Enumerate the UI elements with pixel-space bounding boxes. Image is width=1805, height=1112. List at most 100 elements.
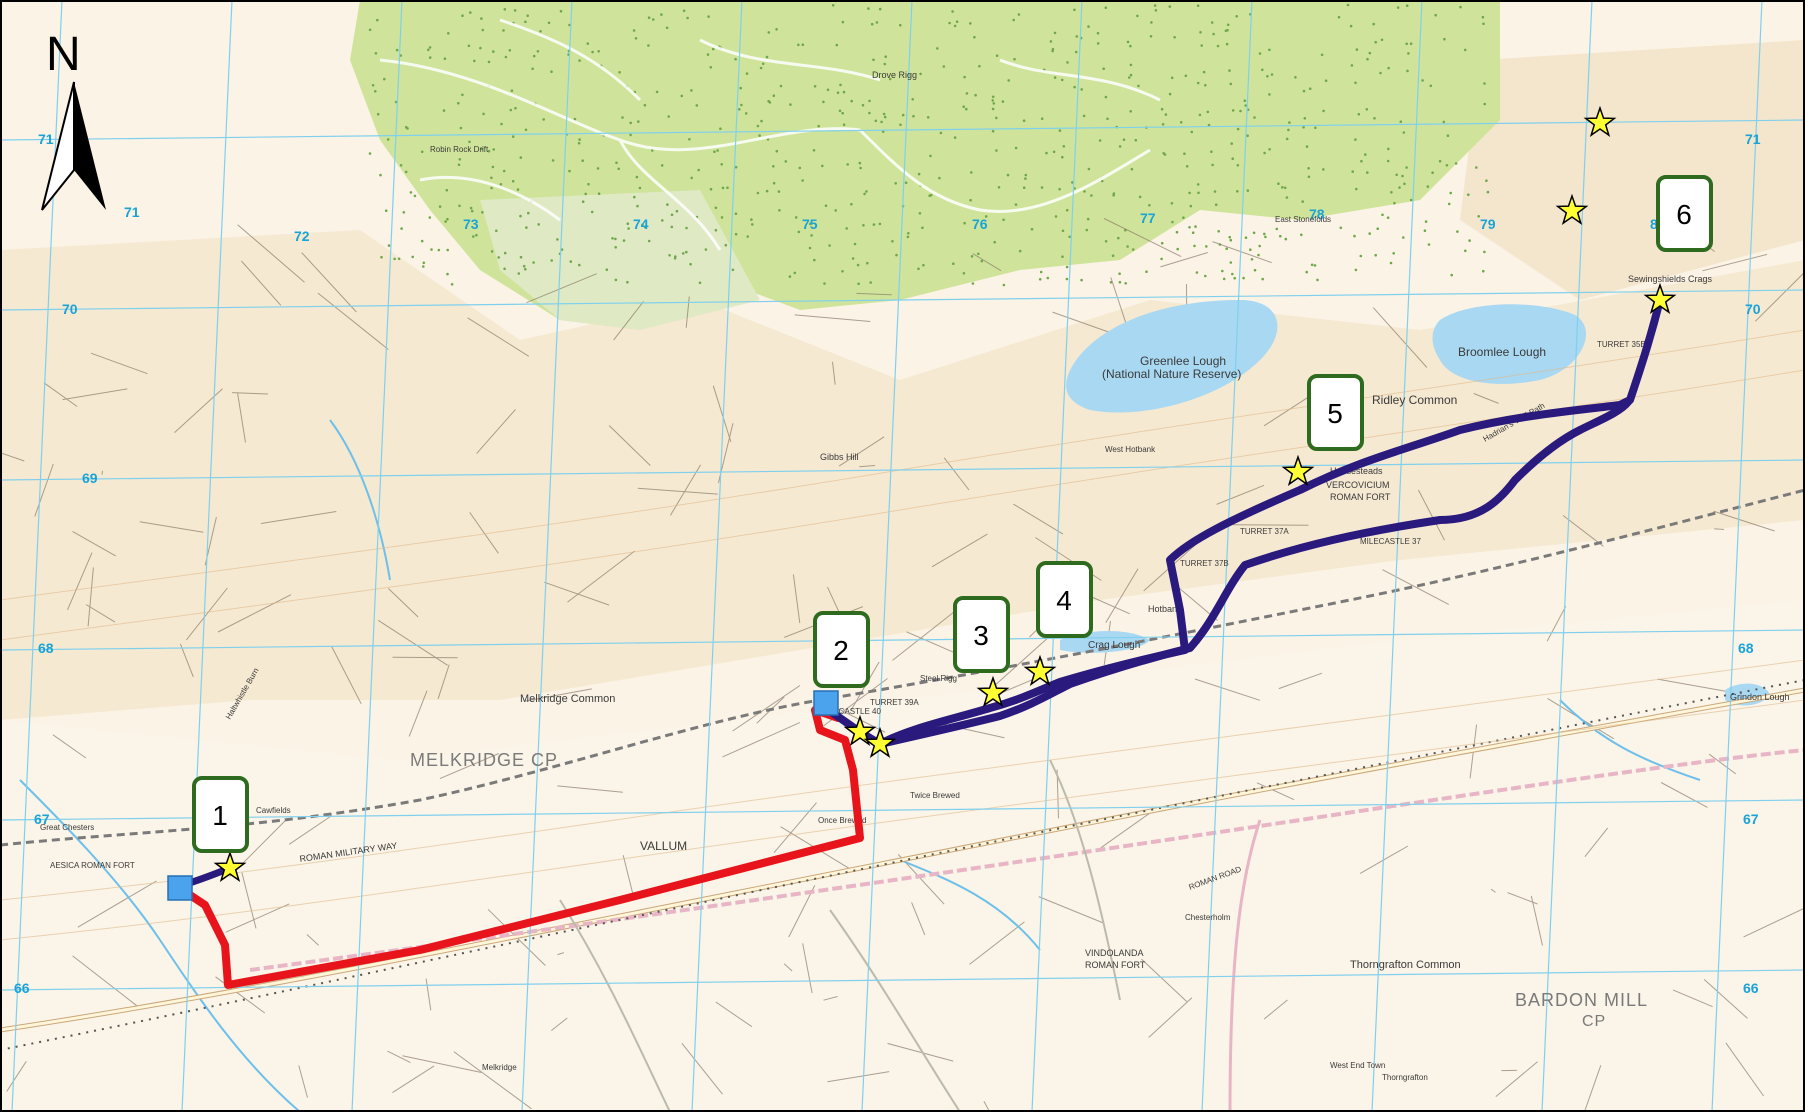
grid-northing-70-right: 70 (1745, 301, 1761, 317)
label-thorngrafton: Thorngrafton (1382, 1073, 1428, 1082)
label-grindon-lough: Grindon Lough (1730, 692, 1790, 702)
label-melkridge-common: Melkridge Common (520, 693, 615, 705)
red-route-line (174, 706, 864, 989)
grid-northing-71-right: 71 (1745, 131, 1761, 147)
star-icon (843, 714, 877, 746)
grid-easting-72: 72 (294, 228, 310, 244)
grid-northing-66-left: 66 (14, 980, 30, 996)
grid-northing-70-left: 70 (62, 301, 78, 317)
grid-easting-79: 79 (1480, 216, 1496, 232)
label-turret-37b: TURRET 37B (1180, 559, 1229, 568)
label-greenlee-reserve: (National Nature Reserve) (1102, 367, 1241, 381)
label-turret-39a: TURRET 39A (870, 698, 919, 707)
forest-area (350, 0, 1500, 330)
start-markers (167, 690, 839, 901)
star-icon (976, 675, 1010, 707)
start-square-icon-1 (167, 875, 193, 901)
waypoint-3-number: 3 (973, 620, 989, 651)
waypoint-2-number: 2 (833, 635, 849, 666)
waypoint-5-number: 5 (1327, 398, 1343, 429)
north-label: N (46, 28, 81, 81)
label-drove-rigg: Drove Rigg (872, 70, 917, 80)
vallum-line (0, 488, 1805, 847)
north-arrow: N (41, 28, 106, 211)
purple-route-outbound (814, 296, 1664, 748)
label-greenlee-lough: Greenlee Lough (1140, 354, 1226, 368)
north-arrow-icon (74, 82, 106, 210)
access-route-red (174, 706, 864, 989)
label-bardon-mill-cp: CP (1582, 1013, 1606, 1030)
label-broomlee-lough: Broomlee Lough (1458, 345, 1546, 359)
label-vindolanda: VINDOLANDA (1085, 948, 1144, 958)
forest-texture (368, 3, 1490, 287)
label-great-chesters: Great Chesters (40, 823, 94, 832)
star-icon (1643, 282, 1677, 314)
waypoint-1: 1 (192, 776, 249, 853)
label-melkridge: Melkridge (482, 1063, 517, 1072)
label-chesterholm: Chesterholm (1185, 913, 1231, 922)
label-ridley-common: Ridley Common (1372, 393, 1457, 407)
label-twice-brewed: Twice Brewed (910, 791, 960, 800)
label-housesteads: Housesteads (1330, 466, 1383, 476)
forest-tracks (379, 18, 1161, 251)
label-turret-35b: TURRET 35B (1597, 340, 1646, 349)
label-vindolanda-fort: ROMAN FORT (1085, 960, 1146, 970)
roads (0, 687, 1805, 1112)
waypoint-5: 5 (1307, 374, 1364, 451)
grid-northing-68-right: 68 (1738, 640, 1754, 656)
grid-easting-74: 74 (633, 216, 649, 232)
label-milecastle-40: MILECASTLE 40 (820, 707, 881, 716)
grid-northing-69-left: 69 (82, 470, 98, 486)
grid-easting-77: 77 (1140, 210, 1156, 226)
label-robin-rock-drift: Robin Rock Drift (430, 145, 489, 154)
label-vercovicium: VERCOVICIUM (1326, 480, 1390, 490)
viewpoint-stars (213, 105, 1677, 882)
label-milecastle-37: MILECASTLE 37 (1360, 537, 1421, 546)
waypoint-6-number: 6 (1676, 199, 1692, 230)
star-icon (213, 850, 247, 882)
waypoint-2: 2 (813, 611, 870, 688)
label-vallum: VALLUM (640, 839, 687, 853)
label-aesica-roman-fort: AESICA ROMAN FORT (50, 861, 135, 870)
waypoint-4-number: 4 (1056, 585, 1072, 616)
label-steel-rigg: Steel Rigg (920, 674, 957, 683)
label-sewingshields-crags: Sewingshields Crags (1628, 274, 1713, 284)
star-icon (863, 726, 897, 758)
start-square-icon-2 (813, 690, 839, 716)
grid-northing-66-right: 66 (1743, 980, 1759, 996)
north-arrow-outline-icon (41, 81, 75, 211)
purple-route-return (876, 398, 1632, 748)
label-thorngrafton-common: Thorngrafton Common (1350, 959, 1461, 971)
grid-northing-67-right: 67 (1743, 811, 1759, 827)
label-cawfields: Cawfields (256, 806, 291, 815)
grid-easting-71: 71 (124, 204, 140, 220)
star-icon (1281, 454, 1315, 486)
label-melkridge-cp: MELKRIDGE CP (410, 750, 558, 770)
waypoint-3: 3 (953, 596, 1010, 673)
label-roman-fort: ROMAN FORT (1330, 492, 1391, 502)
grid-easting-73: 73 (463, 216, 479, 232)
waypoint-4: 4 (1036, 561, 1093, 638)
label-hotbank: Hotbank (1148, 604, 1182, 614)
label-west-hotbank: West Hotbank (1105, 445, 1156, 454)
grid-northing-67-left: 67 (34, 811, 50, 827)
star-icon (1555, 193, 1589, 225)
label-west-end-town: West End Town (1330, 1061, 1385, 1070)
farmland-areas (0, 40, 1805, 1112)
grid-easting-76: 76 (972, 216, 988, 232)
label-gibbs-hill: Gibbs Hill (820, 452, 859, 462)
waypoint-1-number: 1 (212, 800, 228, 831)
star-icon (1023, 654, 1057, 686)
grid-northing-71-left: 71 (38, 131, 54, 147)
label-crag-lough: Crag Lough (1088, 640, 1140, 651)
label-turret-37a: TURRET 37A (1240, 527, 1289, 536)
waypoint-6: 6 (1656, 175, 1713, 252)
waypoint-markers: 1 2 3 4 5 6 (192, 175, 1713, 853)
star-icon (1583, 105, 1617, 137)
grid-easting-78: 78 (1309, 206, 1325, 222)
grid-northing-68-left: 68 (38, 640, 54, 656)
